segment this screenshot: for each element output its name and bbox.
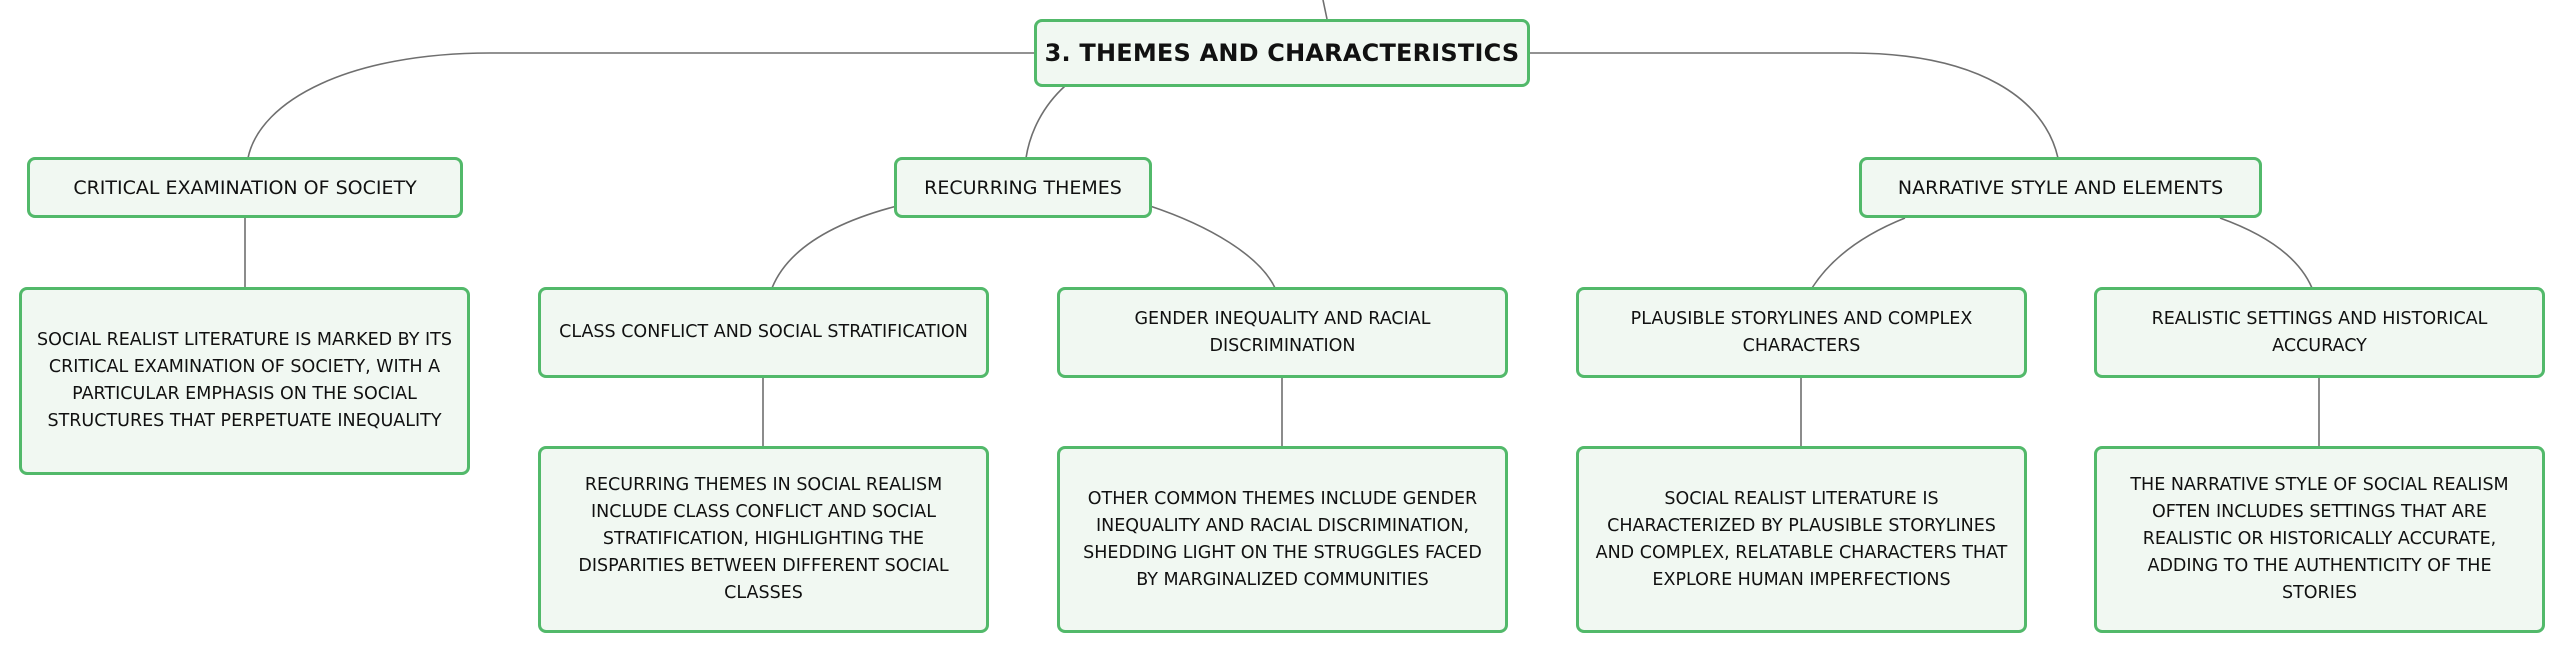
branch-node-label: NARRATIVE STYLE AND ELEMENTS [1897, 176, 2224, 199]
detail-node-text: OTHER COMMON THEMES INCLUDE GENDER INEQU… [1083, 488, 1482, 590]
branch-node-recurring-themes[interactable]: RECURRING THEMES [894, 157, 1152, 218]
detail-node-realistic-settings[interactable]: THE NARRATIVE STYLE OF SOCIAL REALISM OF… [2094, 446, 2545, 633]
connector-narrative-to-realistic [2219, 217, 2313, 289]
detail-node-text: SOCIAL REALIST LITERATURE IS MARKED BY I… [37, 330, 452, 431]
branch-node-label: CRITICAL EXAMINATION OF SOCIETY [73, 176, 417, 199]
topic-node-class-conflict[interactable]: CLASS CONFLICT AND SOCIAL STRATIFICATION [538, 287, 989, 378]
connector-root-to-narrative [1530, 52, 2059, 159]
detail-node-gender-inequality[interactable]: OTHER COMMON THEMES INCLUDE GENDER INEQU… [1057, 446, 1508, 633]
topic-node-plausible-storylines[interactable]: PLAUSIBLE STORYLINES AND COMPLEX CHARACT… [1576, 287, 2027, 378]
topic-node-label: GENDER INEQUALITY AND RACIAL DISCRIMINAT… [1134, 308, 1431, 356]
connector-parent-to-root [1322, 0, 1328, 20]
detail-node-critical-examination[interactable]: SOCIAL REALIST LITERATURE IS MARKED BY I… [19, 287, 470, 475]
root-node-label: 3. THEMES AND CHARACTERISTICS [1044, 39, 1520, 67]
connector-recurring-to-class [771, 205, 898, 289]
detail-node-text: THE NARRATIVE STYLE OF SOCIAL REALISM OF… [2130, 475, 2509, 603]
topic-node-realistic-settings[interactable]: REALISTIC SETTINGS AND HISTORICAL ACCURA… [2094, 287, 2545, 378]
topic-node-gender-inequality[interactable]: GENDER INEQUALITY AND RACIAL DISCRIMINAT… [1057, 287, 1508, 378]
root-node[interactable]: 3. THEMES AND CHARACTERISTICS [1034, 19, 1530, 87]
detail-node-class-conflict[interactable]: RECURRING THEMES IN SOCIAL REALISM INCLU… [538, 446, 989, 633]
connector-root-to-critical [247, 52, 1036, 159]
detail-node-plausible-storylines[interactable]: SOCIAL REALIST LITERATURE IS CHARACTERIZ… [1576, 446, 2027, 633]
connector-recurring-to-gender [1149, 205, 1276, 289]
detail-node-text: SOCIAL REALIST LITERATURE IS CHARACTERIZ… [1595, 488, 2008, 590]
branch-node-critical-examination[interactable]: CRITICAL EXAMINATION OF SOCIETY [27, 157, 463, 218]
branch-node-label: RECURRING THEMES [924, 176, 1122, 199]
topic-node-label: REALISTIC SETTINGS AND HISTORICAL ACCURA… [2151, 308, 2488, 356]
connector-root-to-recurring [1025, 85, 1066, 159]
topic-node-label: PLAUSIBLE STORYLINES AND COMPLEX CHARACT… [1630, 308, 1973, 356]
connector-narrative-to-plausible [1811, 217, 1906, 289]
detail-node-text: RECURRING THEMES IN SOCIAL REALISM INCLU… [578, 475, 949, 603]
topic-node-label: CLASS CONFLICT AND SOCIAL STRATIFICATION [559, 322, 968, 342]
branch-node-narrative-style[interactable]: NARRATIVE STYLE AND ELEMENTS [1859, 157, 2262, 218]
